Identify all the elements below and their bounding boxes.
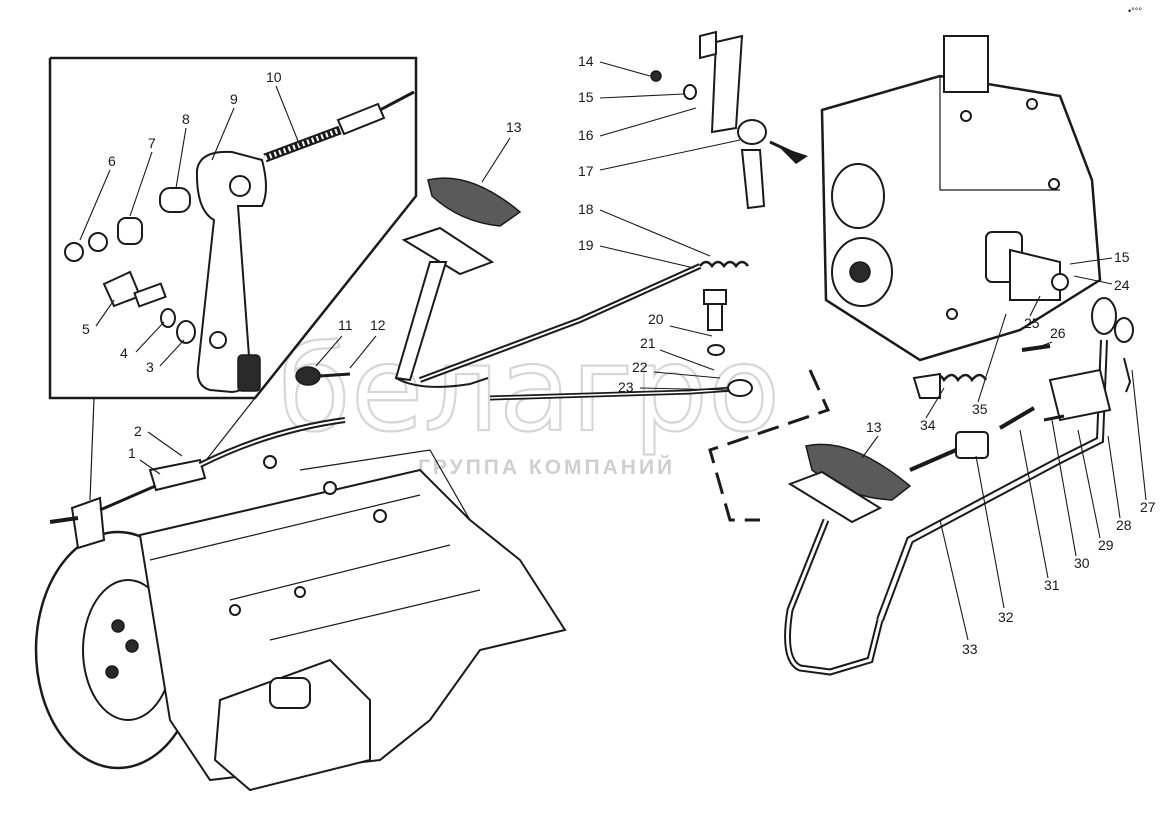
leader-line-c21 <box>659 349 715 371</box>
callout-label-c7: 7 <box>148 135 156 151</box>
leader-line-c7 <box>129 151 153 217</box>
detail-inset <box>48 56 418 501</box>
callout-label-c25: 25 <box>1024 315 1040 331</box>
leader-line-c33 <box>939 519 969 641</box>
leader-line-c13b <box>861 435 879 459</box>
callout-label-c12: 12 <box>370 317 386 333</box>
callout-label-c27: 27 <box>1140 499 1156 515</box>
leader-line-c17 <box>599 139 741 171</box>
leader-line-c11 <box>315 335 343 367</box>
leader-line-c24 <box>1073 275 1113 285</box>
callout-label-c29: 29 <box>1098 537 1114 553</box>
callout-label-c20: 20 <box>648 311 664 327</box>
callout-label-c21: 21 <box>640 335 656 351</box>
inset-parts <box>64 90 415 394</box>
left-gearbox <box>34 449 567 792</box>
callout-label-c19: 19 <box>578 237 594 253</box>
watermark: белагро ГРУППА КОМПАНИЙ <box>277 319 781 479</box>
callout-label-c24: 24 <box>1114 277 1130 293</box>
leader-line-c6 <box>79 169 111 241</box>
callout-label-c17: 17 <box>578 163 594 179</box>
leader-line-c2 <box>147 431 183 457</box>
callout-label-c8: 8 <box>182 111 190 127</box>
leader-line-c30 <box>1051 419 1077 557</box>
corner-mark: •°°° <box>1128 6 1142 16</box>
callout-label-c9: 9 <box>230 91 238 107</box>
callout-label-c15b: 15 <box>1114 249 1130 265</box>
leader-line-c29 <box>1077 429 1101 539</box>
callout-label-c6: 6 <box>108 153 116 169</box>
callout-label-c5: 5 <box>82 321 90 337</box>
leader-line-c23 <box>639 387 731 391</box>
leader-line-c15a <box>599 93 685 99</box>
callout-label-c23: 23 <box>618 379 634 395</box>
leader-line-c3 <box>159 339 185 367</box>
callout-label-c15a: 15 <box>578 89 594 105</box>
watermark-subtitle: ГРУППА КОМПАНИЙ <box>418 455 675 479</box>
leader-line-c8 <box>175 127 187 189</box>
leader-line-c14 <box>599 61 651 77</box>
leader-line-c34 <box>925 387 945 419</box>
leader-line-c27 <box>1131 369 1147 501</box>
leader-line-c19 <box>599 245 695 269</box>
callout-label-c26: 26 <box>1050 325 1066 341</box>
leader-line-c15b <box>1069 257 1113 265</box>
leader-line-c26 <box>1035 341 1053 349</box>
callout-label-c4: 4 <box>120 345 128 361</box>
leader-line-c12 <box>349 335 377 369</box>
callout-label-c31: 31 <box>1044 577 1060 593</box>
leader-line-c35 <box>977 313 1007 403</box>
callout-label-c32: 32 <box>998 609 1014 625</box>
callout-label-c14: 14 <box>578 53 594 69</box>
central-pedals <box>394 30 831 522</box>
callout-label-c35: 35 <box>972 401 988 417</box>
right-pedals <box>784 297 1134 676</box>
leader-line-c22 <box>653 371 721 379</box>
callout-label-c18: 18 <box>578 201 594 217</box>
left-cable <box>49 417 346 550</box>
right-gearbox <box>820 35 1102 362</box>
leader-line-c28 <box>1107 435 1121 519</box>
leader-line-c16 <box>599 107 697 137</box>
leader-line-c10 <box>275 85 301 147</box>
callout-label-c30: 30 <box>1074 555 1090 571</box>
callout-label-c1: 1 <box>128 445 136 461</box>
leader-line-c5 <box>95 299 115 327</box>
leader-line-c13a <box>481 137 511 183</box>
callout-label-c34: 34 <box>920 417 936 433</box>
leader-line-c18 <box>599 209 711 257</box>
callout-label-c33: 33 <box>962 641 978 657</box>
callout-label-c16: 16 <box>578 127 594 143</box>
callout-label-c2: 2 <box>134 423 142 439</box>
leader-lines <box>79 61 1147 641</box>
callout-label-c13b: 13 <box>866 419 882 435</box>
callout-label-c28: 28 <box>1116 517 1132 533</box>
leader-line-c31 <box>1019 429 1049 579</box>
leader-line-c32 <box>975 455 1005 609</box>
callout-label-c13a: 13 <box>506 119 522 135</box>
callout-label-c11: 11 <box>338 317 353 333</box>
leader-line-c4 <box>135 321 165 353</box>
leader-line-c20 <box>669 325 713 337</box>
leader-line-c1 <box>139 459 161 475</box>
callout-label-c22: 22 <box>632 359 648 375</box>
leader-line-c25 <box>1029 295 1041 317</box>
callout-label-c3: 3 <box>146 359 154 375</box>
leader-line-c9 <box>211 107 235 161</box>
callout-label-c10: 10 <box>266 69 282 85</box>
